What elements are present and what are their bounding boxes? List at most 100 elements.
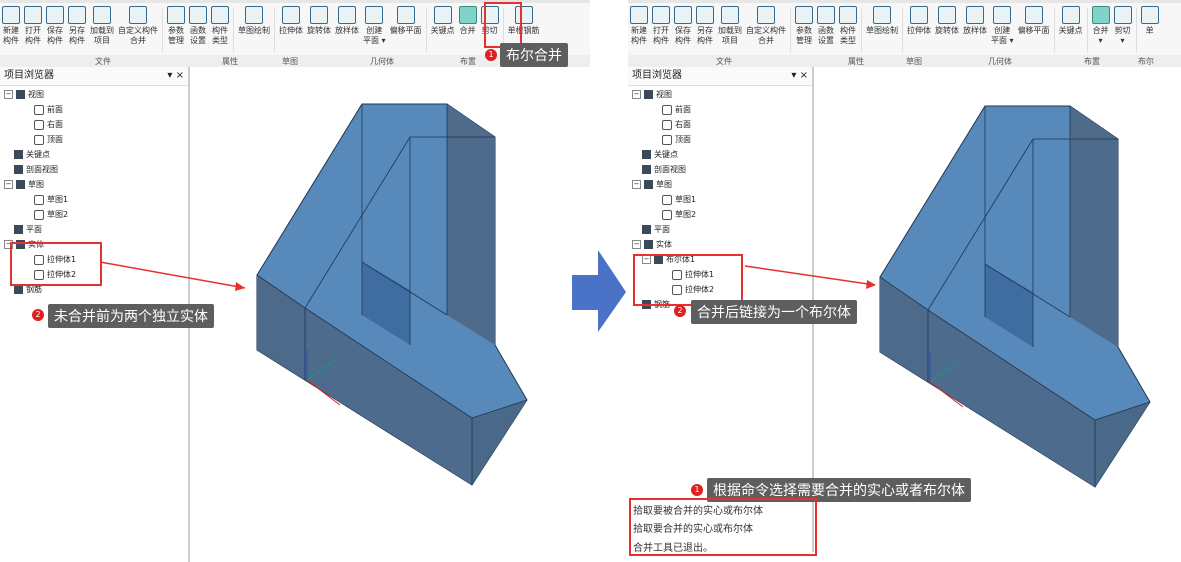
tool-button[interactable]: 关键点 xyxy=(1057,6,1085,36)
tree-node[interactable]: 关键点 xyxy=(632,148,678,162)
tree-node[interactable]: 平面 xyxy=(632,223,670,237)
tool-label: 参数管理 xyxy=(796,26,812,45)
tree-node[interactable]: 草图2 xyxy=(652,208,696,222)
tool-button[interactable]: 新建构件 xyxy=(628,6,650,46)
tree-node[interactable]: 拉伸体2 xyxy=(662,283,714,297)
node-label: 平面 xyxy=(654,225,670,234)
tool-icon xyxy=(68,6,86,24)
tool-button[interactable]: 草图绘制 xyxy=(864,6,900,36)
tool-button[interactable]: 参数管理 xyxy=(165,6,187,46)
tool-icon xyxy=(696,6,714,24)
expand-toggle-icon[interactable]: − xyxy=(4,90,13,99)
tools: 新建构件打开构件保存构件另存构件加载到项目自定义构件合并参数管理函数设置构件类型… xyxy=(0,3,590,54)
expand-toggle-icon[interactable]: − xyxy=(632,180,641,189)
tree-node[interactable]: 顶面 xyxy=(24,133,63,147)
tree-node[interactable]: 前面 xyxy=(24,103,63,117)
tree-node[interactable]: 草图1 xyxy=(24,193,68,207)
tree-node[interactable]: 剖面视图 xyxy=(4,163,58,177)
tree-node[interactable]: 右面 xyxy=(24,118,63,132)
tree-node[interactable]: 关键点 xyxy=(4,148,50,162)
tool-button[interactable]: 自定义构件合并 xyxy=(116,6,160,46)
tool-button[interactable]: 打开构件 xyxy=(650,6,672,46)
tool-button[interactable]: 自定义构件合并 xyxy=(744,6,788,46)
tool-button[interactable]: 单根钢筋 xyxy=(506,6,542,36)
tool-button[interactable]: 合并 xyxy=(457,6,479,36)
tool-button[interactable]: 加载到项目 xyxy=(716,6,744,46)
tool-button[interactable]: 另存构件 xyxy=(694,6,716,46)
tree-node[interactable]: 拉伸体2 xyxy=(24,268,76,282)
tree-node[interactable]: 草图2 xyxy=(24,208,68,222)
tool-button[interactable]: 函数设置 xyxy=(815,6,837,46)
tool-button[interactable]: 草图绘制 xyxy=(236,6,272,36)
tool-label: 加载到项目 xyxy=(90,26,114,45)
tree-node[interactable]: − 实体 xyxy=(4,238,44,252)
tool-icon xyxy=(938,6,956,24)
merged-solid-before[interactable] xyxy=(256,103,528,486)
expand-toggle-icon[interactable]: − xyxy=(4,180,13,189)
tool-button[interactable]: 旋转体 xyxy=(305,6,333,36)
tool-icon xyxy=(1113,6,1132,24)
tree-node[interactable]: 钢筋 xyxy=(4,283,42,297)
node-label: 剖面视图 xyxy=(654,165,686,174)
tree-node[interactable]: 剖面视图 xyxy=(632,163,686,177)
tree-node[interactable]: 顶面 xyxy=(652,133,691,147)
tool-label: 打开构件 xyxy=(25,26,41,45)
node-icon xyxy=(34,194,44,205)
tree-node[interactable]: −视图 xyxy=(4,88,44,102)
tool-button[interactable]: 放样体 xyxy=(333,6,361,36)
tree-node[interactable]: 拉伸体1 xyxy=(24,253,76,267)
tool-button[interactable]: 剪切▾ xyxy=(1112,6,1134,46)
tool-button[interactable]: 加载到项目 xyxy=(88,6,116,46)
tool-button[interactable]: 保存构件 xyxy=(672,6,694,46)
node-label: 拉伸体2 xyxy=(685,285,715,294)
tool-button[interactable]: 放样体 xyxy=(961,6,989,36)
merged-solid-after[interactable] xyxy=(879,105,1151,488)
tool-button[interactable]: 拉伸体 xyxy=(277,6,305,36)
tree-node[interactable]: −实体 xyxy=(632,238,672,252)
tree-node[interactable]: −草图 xyxy=(632,178,672,192)
tool-button[interactable]: 旋转体 xyxy=(933,6,961,36)
tree-node[interactable]: −草图 xyxy=(4,178,44,192)
tree-node[interactable]: − 视图 xyxy=(632,88,672,102)
tool-button[interactable]: 创建平面 ▾ xyxy=(361,6,388,46)
tool-button[interactable]: 拉伸体 xyxy=(905,6,933,36)
node-label: 关键点 xyxy=(26,150,50,159)
tree-node[interactable]: 平面 xyxy=(4,223,42,237)
toolbar-separator xyxy=(1053,8,1055,52)
tool-button[interactable]: 构件类型 xyxy=(837,6,859,46)
expand-toggle-icon[interactable]: − xyxy=(632,240,641,249)
tool-button[interactable]: 另存构件 xyxy=(66,6,88,46)
tool-button[interactable]: 构件类型 xyxy=(209,6,231,46)
tree-node[interactable]: 草图1 xyxy=(652,193,696,207)
tool-button[interactable]: 单 xyxy=(1139,6,1161,36)
command-log-line: 拾取要被合并的实心或布尔体 xyxy=(633,506,763,517)
tool-button[interactable]: 新建构件 xyxy=(0,6,22,46)
tool-button[interactable]: 偏移平面 xyxy=(1016,6,1052,36)
project-browser-header: 项目浏览器▾ × xyxy=(628,67,812,86)
pin-close-icon[interactable]: ▾ × xyxy=(167,70,184,81)
toolbar-separator xyxy=(162,8,163,52)
tool-icon xyxy=(757,6,775,24)
tool-button[interactable]: 关键点 xyxy=(429,6,457,36)
pin-close-icon[interactable]: ▾ × xyxy=(791,70,808,81)
tool-button[interactable]: 参数管理 xyxy=(793,6,815,46)
tool-button[interactable]: 函数设置 xyxy=(187,6,209,46)
tool-button[interactable]: 创建平面 ▾ xyxy=(989,6,1016,46)
tool-icon xyxy=(282,6,300,24)
tree-node[interactable]: 拉伸体1 xyxy=(662,268,714,282)
tool-button[interactable]: 打开构件 xyxy=(22,6,44,46)
highlight-solids xyxy=(10,242,102,286)
tool-button[interactable]: 偏移平面 xyxy=(388,6,424,36)
tool-button[interactable]: 保存构件 xyxy=(44,6,66,46)
node-icon xyxy=(14,285,23,294)
toolbar-separator xyxy=(1086,8,1088,52)
tree-node[interactable]: 前面 xyxy=(652,103,691,117)
tool-button[interactable]: 合并▾ xyxy=(1090,6,1112,46)
node-label: 实体 xyxy=(28,240,44,249)
expand-toggle-icon[interactable]: − xyxy=(4,240,13,249)
node-label: 剖面视图 xyxy=(26,165,58,174)
tree-node[interactable]: 右面 xyxy=(652,118,691,132)
node-label: 视图 xyxy=(656,90,672,99)
expand-toggle-icon[interactable]: − xyxy=(632,90,641,99)
